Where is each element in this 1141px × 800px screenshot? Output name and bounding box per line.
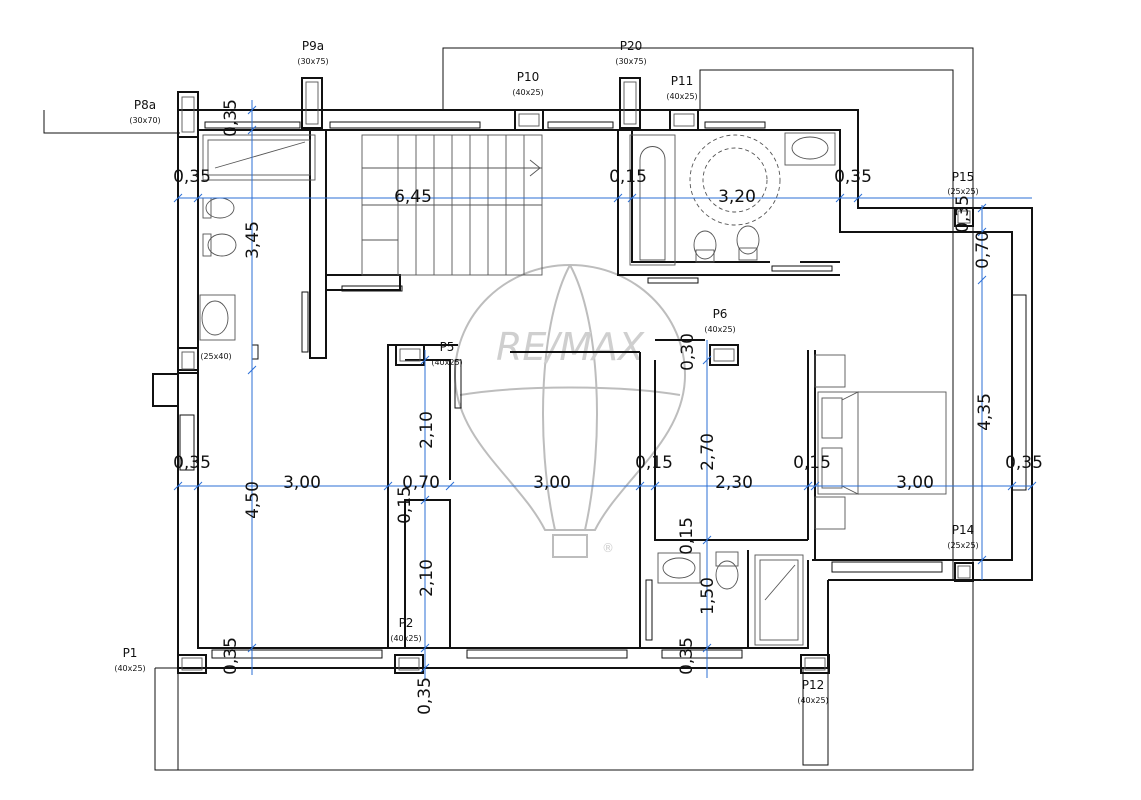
- dim-right-1: 0,70: [973, 231, 993, 269]
- dim-right-2: 4,35: [975, 393, 995, 431]
- dim-left-2: 4,50: [243, 481, 263, 519]
- dim-mid-4: 0,15: [635, 453, 673, 473]
- pillar-p12-id: P12: [802, 678, 825, 692]
- watermark-registered-mark: ®: [602, 541, 614, 555]
- bed: [814, 354, 947, 530]
- pillar-p9a-id: P9a: [302, 39, 324, 53]
- dim-top-1: 6,45: [394, 187, 432, 207]
- dim-mid-8: 0,35: [1005, 453, 1043, 473]
- pillar-p2-size: (40x25): [390, 634, 421, 643]
- pillar-p20-id: P20: [620, 39, 643, 53]
- dim-rc-3: 1,50: [698, 577, 718, 615]
- dim-top-0: 0,35: [173, 167, 211, 187]
- pillar-labels: P1 (40x25) P2 (40x25) P5 (40x25) P6 (40x…: [114, 39, 978, 705]
- staircase: [361, 134, 543, 276]
- dim-rc-1: 2,70: [698, 433, 718, 471]
- pillar-p15-id: P15: [952, 170, 975, 184]
- pillar-p8a-size: (30x70): [129, 116, 160, 125]
- pillar-p9a-size: (30x75): [297, 57, 328, 66]
- pillar-p20-size: (30x75): [615, 57, 646, 66]
- dimension-lines: [173, 100, 1037, 680]
- pillar-p15-size: (25x25): [947, 187, 978, 196]
- dim-left-3: 0,35: [221, 637, 241, 675]
- boundary-lines: [43, 47, 974, 771]
- dim-top-4: 0,35: [834, 167, 872, 187]
- dim-left-0: 0,35: [221, 99, 241, 137]
- dim-rc-0: 0,30: [678, 333, 698, 371]
- pillar-p2-id: P2: [399, 616, 414, 630]
- pillar-p8a-id: P8a: [134, 98, 156, 112]
- pillar-p5-size: (40x25): [431, 358, 462, 367]
- extra-size-label: (25x40): [200, 352, 231, 361]
- doors: [251, 265, 833, 641]
- dim-mid-0: 0,35: [173, 453, 211, 473]
- dim-center-1: 0,15: [395, 486, 415, 524]
- pillar-p6-id: P6: [713, 307, 728, 321]
- watermark-text: RE/MAX: [496, 325, 645, 369]
- pillar-p12-size: (40x25): [797, 696, 828, 705]
- dim-rc-4: 0,35: [677, 637, 697, 675]
- dim-mid-2: 0,70: [402, 473, 440, 493]
- pillar-p5-id: P5: [440, 340, 455, 354]
- dimension-labels: 0,35 6,45 0,15 3,20 0,35 0,35 3,00 0,70 …: [173, 99, 1043, 715]
- dim-top-3: 3,20: [718, 187, 756, 207]
- pillar-p6-size: (40x25): [704, 325, 735, 334]
- dim-center-2: 2,10: [417, 559, 437, 597]
- dim-mid-6: 0,15: [793, 453, 831, 473]
- interior-walls: [309, 130, 840, 648]
- pillar-p11-id: P11: [671, 74, 694, 88]
- dim-top-2: 0,15: [609, 167, 647, 187]
- dim-center-3: 0,35: [415, 677, 435, 715]
- exterior-walls: [152, 109, 1033, 669]
- dim-mid-3: 3,00: [533, 473, 571, 493]
- dim-right-0: 0,35: [953, 195, 973, 233]
- dim-left-1: 3,45: [243, 221, 263, 259]
- pillar-p11-size: (40x25): [666, 92, 697, 101]
- remax-watermark: RE/MAX ®: [453, 263, 687, 558]
- pillar-p10-size: (40x25): [512, 88, 543, 97]
- dim-mid-5: 2,30: [715, 473, 753, 493]
- dim-mid-1: 3,00: [283, 473, 321, 493]
- pillar-p1-size: (40x25): [114, 664, 145, 673]
- windows: [179, 121, 1027, 659]
- pillar-p14-id: P14: [952, 523, 975, 537]
- dim-rc-2: 0,15: [677, 517, 697, 555]
- pillar-p1-id: P1: [123, 646, 138, 660]
- pillar-p10-id: P10: [517, 70, 540, 84]
- dim-mid-7: 3,00: [896, 473, 934, 493]
- pillar-p14-size: (25x25): [947, 541, 978, 550]
- dim-center-0: 2,10: [417, 411, 437, 449]
- pillar-shapes: [177, 77, 974, 674]
